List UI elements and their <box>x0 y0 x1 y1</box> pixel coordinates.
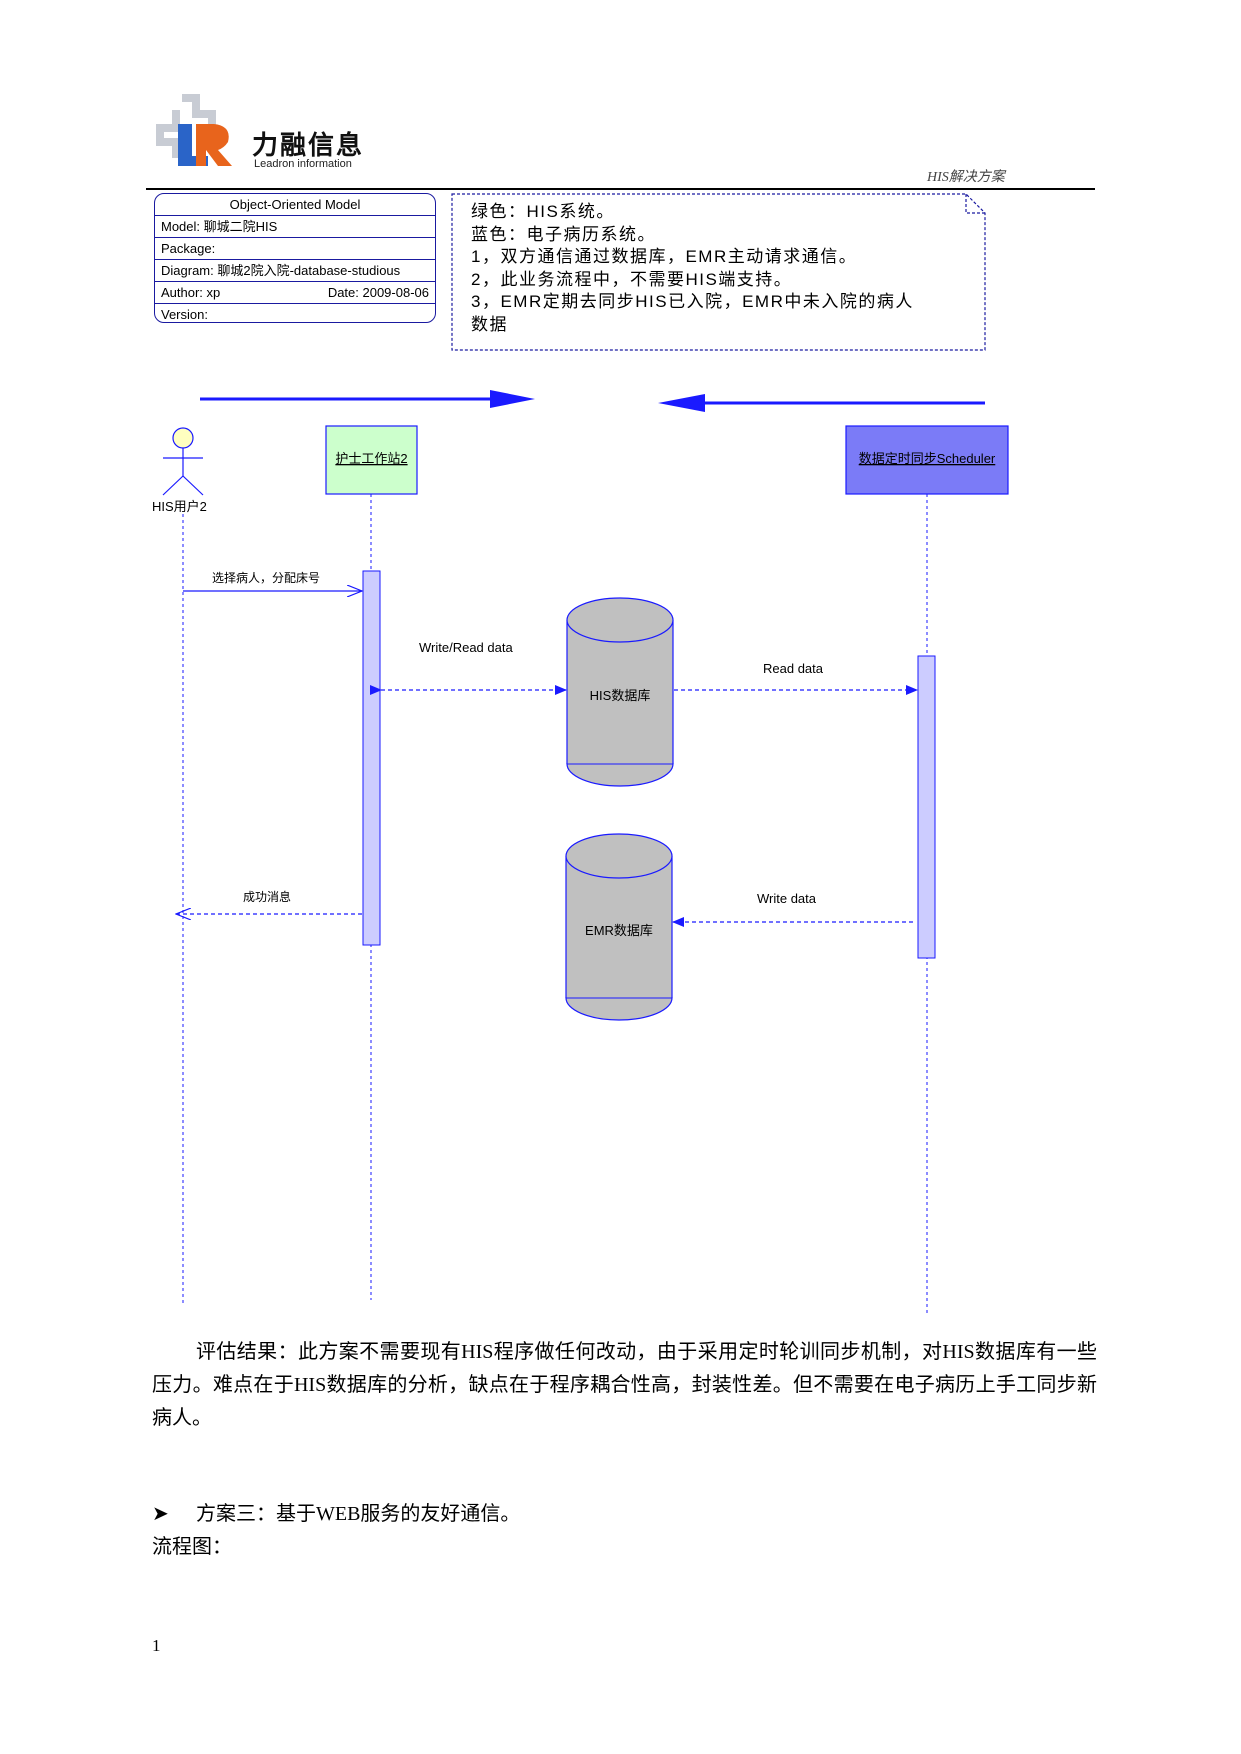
model-author-row: Author: xp Date: 2009-08-06 <box>155 282 435 304</box>
message-success-label: 成功消息 <box>243 889 291 904</box>
note-line: 2，此业务流程中，不需要HIS端支持。 <box>471 269 793 289</box>
note-line: 蓝色：电子病历系统。 <box>471 224 656 244</box>
model-box-title: Object-Oriented Model <box>155 194 435 216</box>
header-tag: HIS解决方案 <box>927 170 1005 185</box>
direction-arrow-right <box>200 390 535 408</box>
model-version: Version: <box>161 307 208 322</box>
sequence-diagram: HIS用户2 护士工作站2 数据定时同步Scheduler HIS数据库 EMR… <box>152 390 1009 1313</box>
page-number: 1 <box>152 1636 161 1655</box>
logo-text-cn: 力融信息 <box>252 130 365 160</box>
activation-scheduler <box>917 655 936 959</box>
message-write-read-label: Write/Read data <box>419 640 513 655</box>
header-rule <box>146 188 1095 190</box>
flow-chart-label: 流程图： <box>152 1536 232 1558</box>
model-diagram: Diagram: 聊城2院入院-database-studious <box>155 260 435 282</box>
note-line: 3，EMR定期去同步HIS已入院，EMR中未入院的病人 <box>471 292 914 311</box>
emr-database-label: EMR数据库 <box>585 923 653 938</box>
lifeline-nurse-label: 护士工作站2 <box>335 451 407 466</box>
plan3-text: 方案三：基于WEB服务的友好通信。 <box>196 1503 521 1525</box>
note-text: 绿色：HIS系统。 蓝色：电子病历系统。 1，双方通信通过数据库，EMR主动请求… <box>471 201 971 336</box>
evaluation-paragraph: 评估结果：此方案不需要现有HIS程序做任何改动，由于采用定时轮训同步机制，对HI… <box>152 1341 1097 1429</box>
model-name: Model: 聊城二院HIS <box>155 216 435 238</box>
message-read-label: Read data <box>763 661 824 676</box>
model-author: Author: xp <box>161 285 221 300</box>
leadron-logo-icon <box>156 94 232 166</box>
model-package: Package: <box>155 238 435 260</box>
message-select-patient-label: 选择病人，分配床号 <box>212 570 320 585</box>
plan3-item: ➤ 方案三：基于WEB服务的友好通信。 <box>152 1497 520 1526</box>
note-line: 1，双方通信通过数据库，EMR主动请求通信。 <box>471 247 858 266</box>
emr-database-icon <box>565 833 673 1021</box>
model-info-box: Object-Oriented Model Model: 聊城二院HIS Pac… <box>154 193 436 323</box>
actor-stick-figure-icon <box>162 427 204 496</box>
his-database-icon <box>566 597 674 787</box>
lifeline-head-nurse <box>325 425 418 495</box>
direction-arrow-left <box>658 394 985 412</box>
his-database-label: HIS数据库 <box>590 688 651 703</box>
actor-label: HIS用户2 <box>152 499 207 514</box>
activation-nurse <box>362 570 381 946</box>
model-date: Date: 2009-08-06 <box>327 285 429 300</box>
logo-text-en: Leadron information <box>254 158 352 170</box>
note-box <box>451 193 986 351</box>
note-line: 绿色：HIS系统。 <box>471 202 615 221</box>
message-write-label: Write data <box>757 891 817 906</box>
arrow-bullet-icon: ➤ <box>152 1503 169 1525</box>
lifeline-scheduler-label: 数据定时同步Scheduler <box>859 451 996 466</box>
note-line: 数据 <box>471 314 508 334</box>
